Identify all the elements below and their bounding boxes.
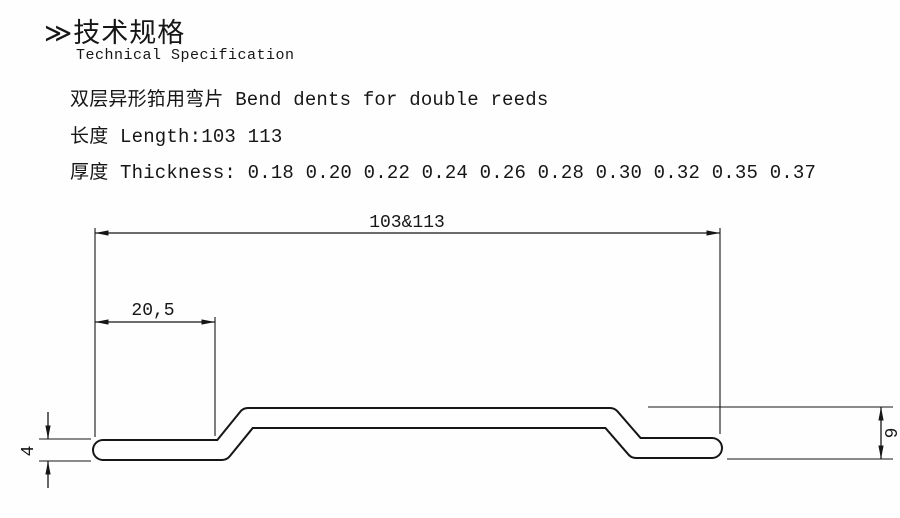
dimension-total-length: 103&113	[94, 213, 721, 437]
dim-label-left-offset: 20,5	[131, 301, 174, 321]
page-subtitle: Technical Specification	[76, 47, 295, 64]
dimension-left-offset: 20,5	[95, 301, 216, 436]
dim-label-right-height: 9	[883, 428, 900, 439]
dim-label-left-height: 4	[19, 446, 39, 457]
spec-line-length: 长度 Length:103 113	[70, 126, 283, 148]
spec-line-product: 双层异形筘用弯片 Bend dents for double reeds	[70, 89, 549, 111]
page-title: ≫技术规格	[44, 18, 186, 49]
spec-line-thickness: 厚度 Thickness: 0.18 0.20 0.22 0.24 0.26 0…	[70, 162, 817, 184]
bent-strip-profile	[92, 407, 723, 461]
dimension-left-height: 4	[19, 412, 91, 488]
dimension-right-height: 9	[648, 406, 900, 460]
dim-label-total-length: 103&113	[369, 213, 445, 233]
